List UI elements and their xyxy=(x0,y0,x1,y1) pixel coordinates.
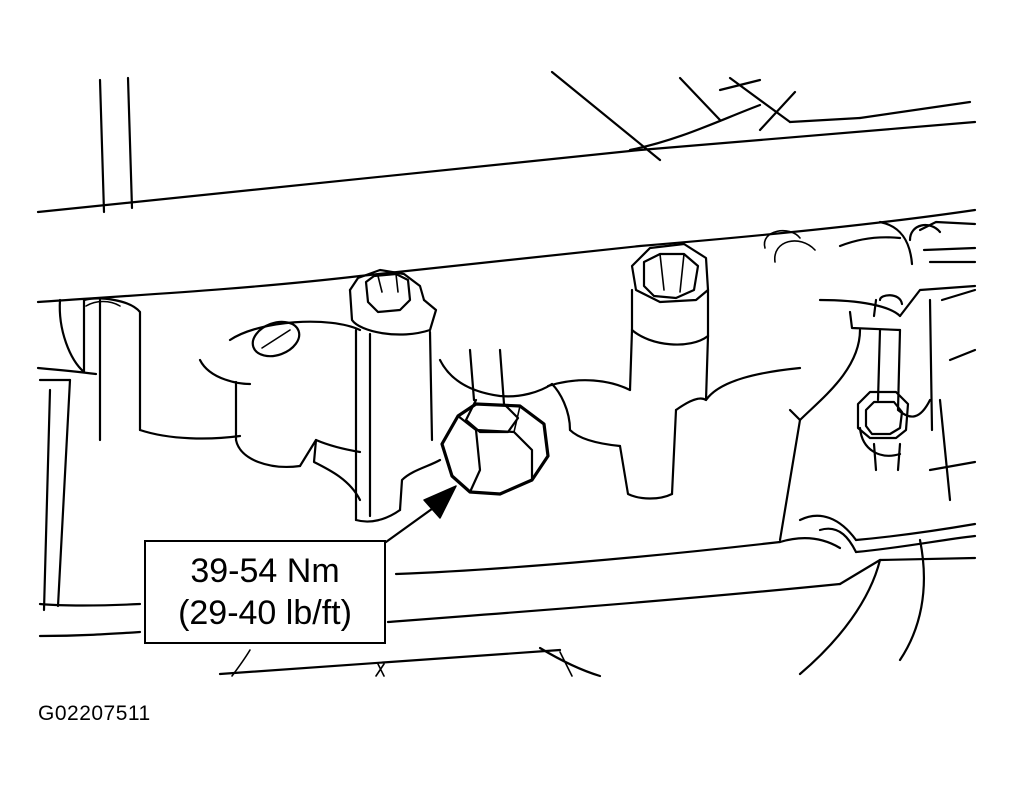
torque-imperial-label: (29-40 lb/ft) xyxy=(178,594,352,632)
pan-rail-lower xyxy=(38,398,977,676)
torque-callout: 39-54 Nm (29-40 lb/ft) xyxy=(144,540,386,644)
callout-leader-arrow xyxy=(384,485,457,544)
center-right-bolt xyxy=(630,242,710,338)
left-bolt xyxy=(348,268,442,523)
right-bolt xyxy=(856,390,910,472)
center-right-boss xyxy=(546,328,802,500)
bottom-details xyxy=(218,646,602,678)
figure-id-label: G02207511 xyxy=(38,702,151,725)
left-boss xyxy=(198,320,362,502)
torque-metric-label: 39-54 Nm xyxy=(190,552,340,590)
drain-plug-area xyxy=(438,348,572,434)
right-side-structures xyxy=(798,220,977,432)
left-flange xyxy=(36,297,242,612)
upper-background-lines xyxy=(98,70,972,263)
pan-rail-upper xyxy=(36,120,977,304)
drain-plug-hex xyxy=(440,402,550,496)
